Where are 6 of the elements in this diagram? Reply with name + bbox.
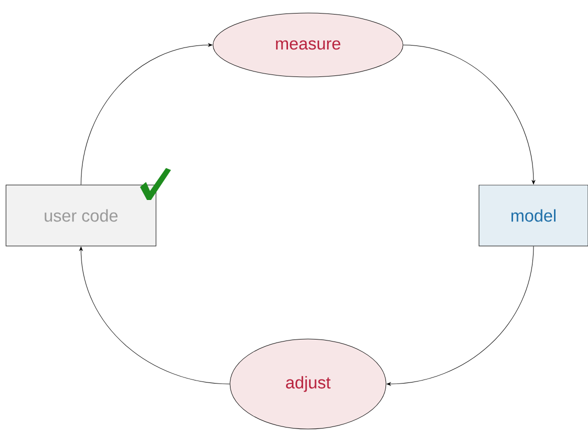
- arrow: [403, 44, 536, 184]
- process-box: model: [478, 184, 588, 246]
- arrow: [80, 43, 212, 185]
- process-box: user code: [6, 184, 156, 246]
- arrow: [79, 246, 230, 384]
- arrow: [386, 246, 534, 386]
